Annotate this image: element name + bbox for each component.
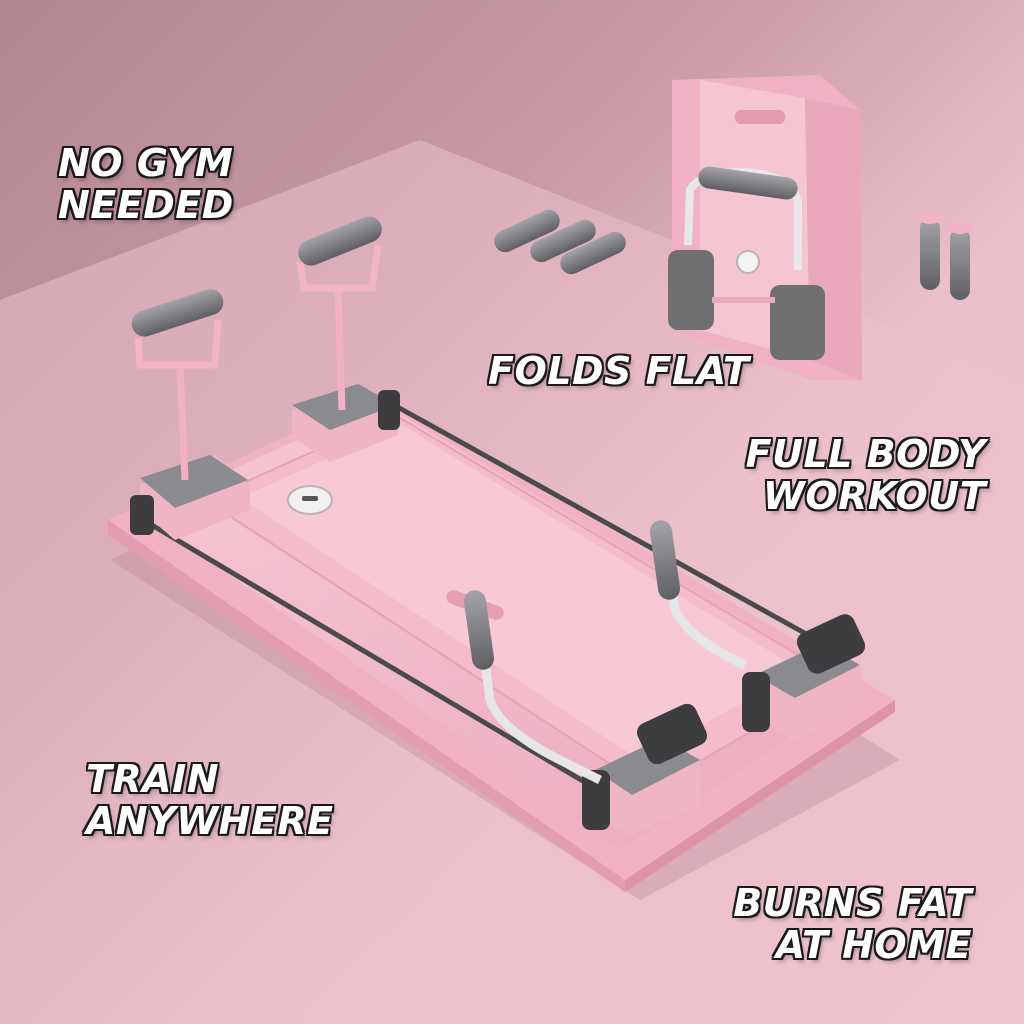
rear-t-handles	[131, 216, 382, 481]
front-pads	[582, 614, 866, 835]
spare-grips	[494, 209, 972, 300]
callout-line: BURNS FAT	[733, 881, 972, 925]
callout-line: TRAIN	[86, 757, 220, 801]
grip-icon	[298, 216, 382, 266]
lock-dial-icon	[736, 250, 760, 274]
callout-line: FULL BODY	[745, 432, 986, 476]
callout-line: WORKOUT	[762, 474, 986, 518]
callout-full-body-workout: FULL BODY WORKOUT	[740, 433, 986, 517]
callout-line: NEEDED	[58, 183, 234, 227]
callout-no-gym-needed: NO GYM NEEDED	[58, 142, 234, 226]
callout-line: NO GYM	[58, 141, 234, 185]
callout-train-anywhere: TRAIN ANYWHERE	[86, 758, 334, 842]
callout-line: AT HOME	[775, 923, 972, 967]
resistance-cords	[138, 397, 837, 793]
pilates-board	[108, 392, 895, 892]
grip-icon	[131, 289, 224, 337]
callout-burns-fat-at-home: BURNS FAT AT HOME	[700, 882, 972, 966]
front-bars	[463, 520, 747, 785]
folded-board	[668, 75, 862, 380]
callout-line: ANYWHERE	[86, 799, 334, 843]
callout-folds-flat: FOLDS FLAT	[488, 350, 749, 392]
callout-line: FOLDS FLAT	[488, 349, 750, 393]
